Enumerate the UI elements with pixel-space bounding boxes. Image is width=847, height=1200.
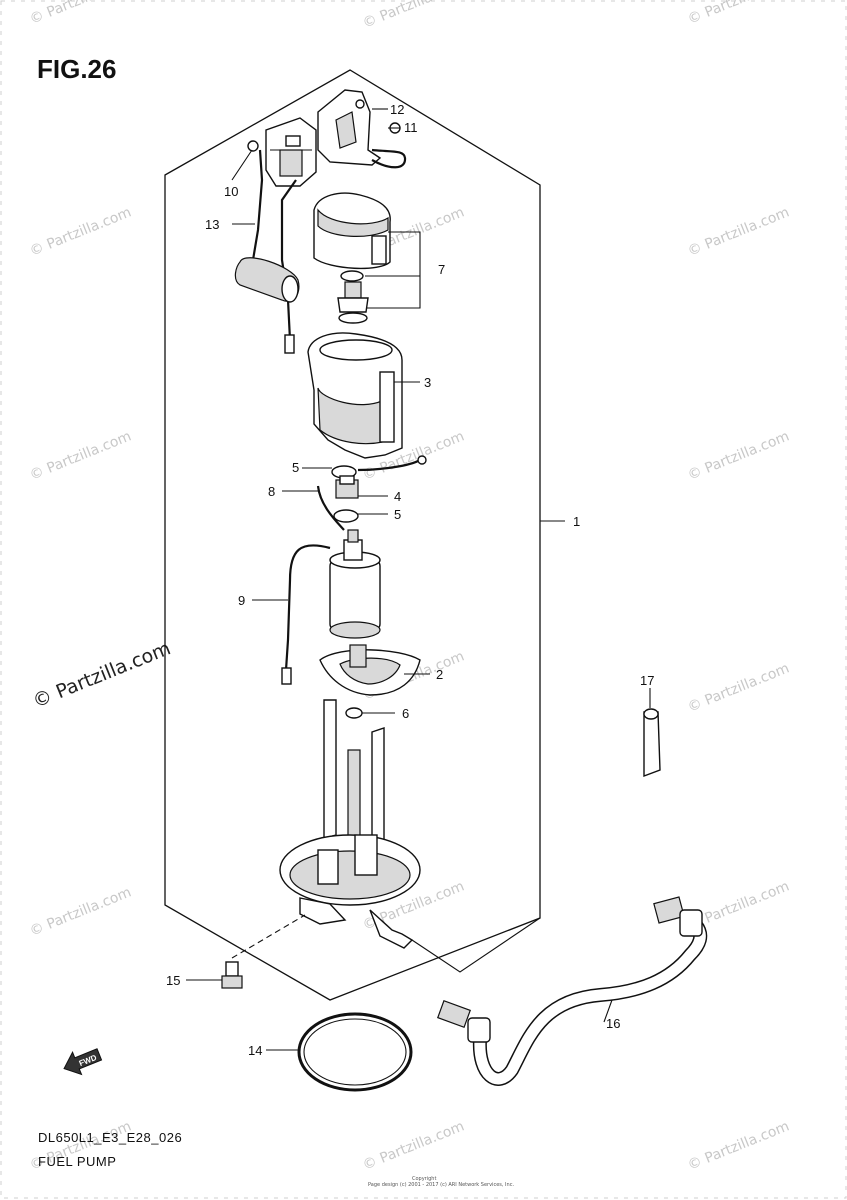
gasket-14-inner [303, 1018, 407, 1086]
callout-16[interactable]: 16 [606, 1016, 620, 1031]
callout-8[interactable]: 8 [268, 484, 275, 499]
watermark-text: © Partzilla.com [28, 204, 134, 259]
float-arm [251, 149, 264, 261]
watermark-text: © Partzilla.com [686, 0, 792, 28]
wire-terminal-ring [417, 455, 427, 465]
bolt-dash-line [231, 914, 306, 959]
callout-13[interactable]: 13 [205, 217, 219, 232]
wire-terminal [284, 334, 295, 354]
pump-housing [307, 332, 403, 459]
callout-6[interactable]: 6 [402, 706, 409, 721]
diagram-name: FUEL PUMP [38, 1154, 116, 1169]
watermark-text: © Partzilla.com [28, 428, 134, 483]
pump-base [279, 699, 421, 949]
callout-14[interactable]: 14 [248, 1043, 262, 1058]
cushion-6-icon [345, 707, 363, 719]
watermark-text: © Partzilla.com [361, 1118, 467, 1173]
watermark-text: © Partzilla.com [686, 660, 792, 715]
watermark-layer: © Partzilla.com © Partzilla.com © Partzi… [28, 0, 792, 1174]
watermark-text: © Partzilla.com [686, 428, 792, 483]
copyright-line-2: Page design (c) 2001 - 2017 (c) ARI Netw… [368, 1182, 514, 1188]
watermark-text: © Partzilla.com [686, 1118, 792, 1173]
o-ring-5-lower-icon [333, 509, 359, 523]
model-code: DL650L1_E3_E28_026 [38, 1130, 182, 1145]
figure-title: FIG.26 [37, 54, 116, 84]
gasket-14-icon [297, 1012, 413, 1092]
float-icon [234, 257, 300, 303]
ground-wire [371, 148, 407, 169]
fuel-level-bracket [317, 89, 382, 166]
fuel-joint [335, 475, 359, 499]
watermark-text: © Partzilla.com [28, 0, 134, 28]
bolt-15-icon [221, 961, 243, 989]
fuel-hose [436, 896, 708, 1086]
callout-17[interactable]: 17 [640, 673, 654, 688]
fuel-filter [319, 644, 421, 696]
copyright-line-1: Copyright [412, 1176, 436, 1182]
fuel-pump-motor [329, 529, 381, 639]
callout-1[interactable]: 1 [573, 514, 580, 529]
pump-lead-terminal [281, 667, 292, 685]
forward-arrow-icon: FWD [63, 1048, 103, 1076]
callout-3[interactable]: 3 [424, 375, 431, 390]
watermark-large: © Partzilla.com [30, 637, 174, 712]
pressure-regulator [337, 281, 369, 324]
screw-10-icon [247, 140, 259, 152]
filter-cap [313, 192, 391, 270]
clip-17-icon [643, 708, 661, 778]
callout-10[interactable]: 10 [224, 184, 238, 199]
float-wire [280, 179, 297, 341]
callout-11[interactable]: 11 [404, 120, 418, 135]
callout-12[interactable]: 12 [390, 102, 404, 117]
pump-lead-wire [284, 544, 331, 671]
watermark-text: © Partzilla.com [361, 0, 467, 32]
callout-15[interactable]: 15 [166, 973, 180, 988]
leader-lines [186, 108, 651, 1051]
callout-5-upper[interactable]: 5 [292, 460, 299, 475]
watermark-text: © Partzilla.com [686, 204, 792, 259]
o-ring-7-icon [340, 270, 364, 282]
callout-2[interactable]: 2 [436, 667, 443, 682]
callout-4[interactable]: 4 [394, 489, 401, 504]
connector-block [265, 117, 317, 187]
callout-7[interactable]: 7 [438, 262, 445, 277]
callout-9[interactable]: 9 [238, 593, 245, 608]
callout-5-lower[interactable]: 5 [394, 507, 401, 522]
watermark-text: © Partzilla.com [28, 884, 134, 939]
